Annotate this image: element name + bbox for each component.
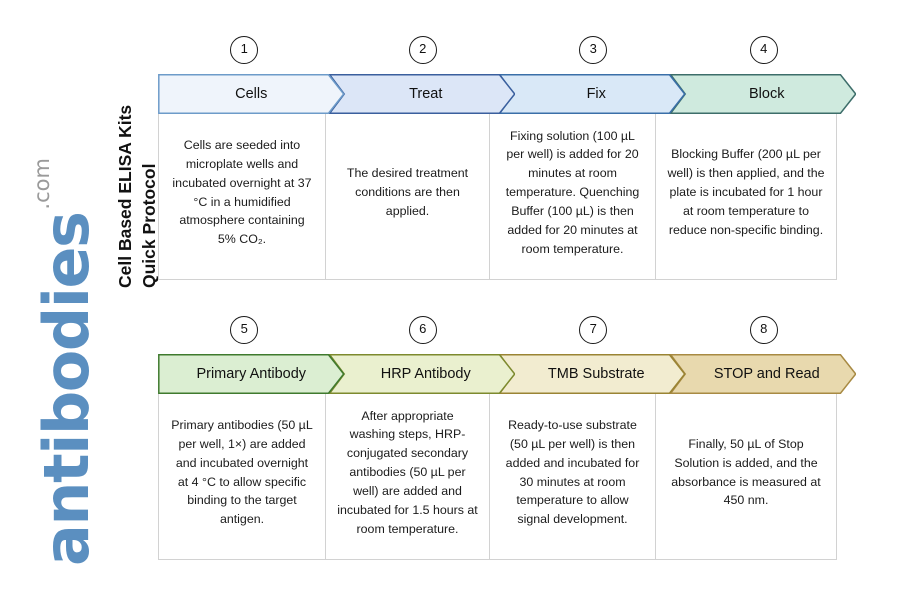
step-number-badge-2: 2 <box>408 36 437 64</box>
step-number-badge-5: 5 <box>230 316 259 344</box>
brand-name: antibodies <box>30 212 103 566</box>
flow-row-2: 5 6 7 8 Primary Antibody HRP Antibody TMB Sub… <box>158 316 856 560</box>
step-body-text-7: Ready-to-use substrate (50 µL per well) … <box>505 417 640 527</box>
step-body-panel-1: Cells are seeded into microplate wells a… <box>158 114 326 280</box>
step-chevron-7[interactable]: TMB Substrate <box>499 354 686 394</box>
step-number-badge-6: 6 <box>408 316 437 344</box>
step-chevron-8[interactable]: STOP and Read <box>669 354 856 394</box>
step-number-group-1: 1 2 3 4 <box>158 36 840 74</box>
step-number-badge-4: 4 <box>749 36 778 64</box>
step-body-text-3: Fixing solution (100 µL per well) is add… <box>505 128 640 256</box>
panel-group-2: Primary antibodies (50 µL per well, 1×) … <box>158 394 840 560</box>
title-line-1: Cell Based ELISA Kits <box>115 104 135 288</box>
step-label-3: Fix <box>586 86 606 102</box>
brand-logo[interactable]: antibodies.com <box>22 158 150 570</box>
step-body-panel-8: Finally, 50 µL of Stop Solution is added… <box>655 394 837 560</box>
chevron-bar-1: Cells Treat Fix Block <box>158 74 856 114</box>
step-label-2: Treat <box>409 86 443 102</box>
step-body-text-4: Blocking Buffer (200 µL per well) is the… <box>667 147 825 237</box>
step-chevron-6[interactable]: HRP Antibody <box>328 354 515 394</box>
step-label-4: Block <box>749 86 785 102</box>
brand-tld: .com <box>30 158 54 210</box>
step-body-text-8: Finally, 50 µL of Stop Solution is added… <box>671 436 821 508</box>
step-body-text-2: The desired treatment conditions are the… <box>346 166 469 218</box>
chevron-bar-2: Primary Antibody HRP Antibody TMB Substrat… <box>158 354 856 394</box>
step-body-panel-3: Fixing solution (100 µL per well) is add… <box>489 114 656 280</box>
step-label-1: Cells <box>235 86 268 102</box>
step-number-badge-8: 8 <box>749 316 778 344</box>
step-body-panel-5: Primary antibodies (50 µL per well, 1×) … <box>158 394 326 560</box>
panel-group-1: Cells are seeded into microplate wells a… <box>158 114 840 280</box>
step-label-7: TMB Substrate <box>547 366 645 382</box>
step-chevron-3[interactable]: Fix <box>499 74 686 114</box>
step-body-panel-6: After appropriate washing steps, HRP-con… <box>325 394 490 560</box>
step-body-panel-4: Blocking Buffer (200 µL per well) is the… <box>655 114 837 280</box>
step-body-text-1: Cells are seeded into microplate wells a… <box>172 137 312 247</box>
step-number-badge-7: 7 <box>579 316 608 344</box>
step-number-group-2: 5 6 7 8 <box>158 316 840 354</box>
left-rail: Cell Based ELISA Kits Quick Protocol ant… <box>0 0 159 594</box>
step-number-badge-1: 1 <box>230 36 259 64</box>
step-number-badge-3: 3 <box>579 36 608 64</box>
chevron-shape <box>158 354 345 394</box>
step-label-8: STOP and Read <box>713 366 820 382</box>
step-label-6: HRP Antibody <box>380 366 471 382</box>
step-body-panel-2: The desired treatment conditions are the… <box>325 114 490 280</box>
step-body-panel-7: Ready-to-use substrate (50 µL per well) … <box>489 394 656 560</box>
chevron-shape <box>158 74 345 114</box>
step-chevron-4[interactable]: Block <box>669 74 856 114</box>
step-chevron-2[interactable]: Treat <box>328 74 515 114</box>
step-label-5: Primary Antibody <box>196 366 307 382</box>
step-body-text-5: Primary antibodies (50 µL per well, 1×) … <box>171 417 313 527</box>
step-body-text-6: After appropriate washing steps, HRP-con… <box>337 408 478 536</box>
flow-row-1: 1 2 3 4 Cells Treat Fix Block Cells are seeded… <box>158 36 856 280</box>
step-chevron-1[interactable]: Cells <box>158 74 345 114</box>
step-chevron-5[interactable]: Primary Antibody <box>158 354 345 394</box>
